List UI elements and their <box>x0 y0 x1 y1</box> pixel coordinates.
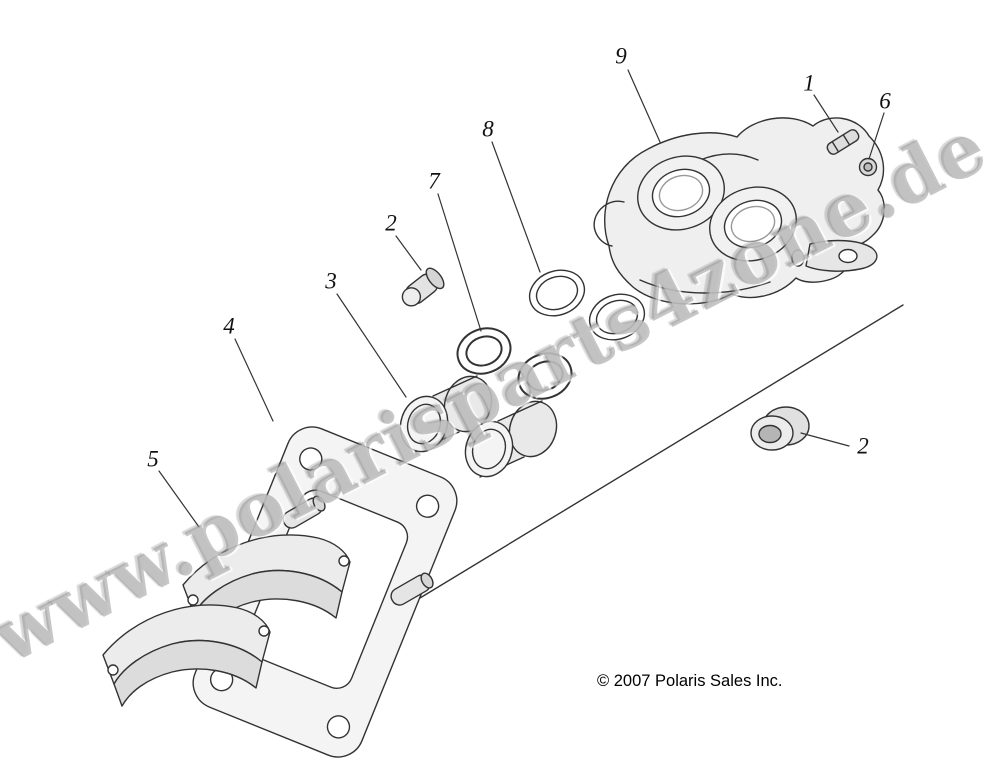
cap-nut-drawing <box>858 157 878 177</box>
guide-pin-boss-drawing <box>282 495 326 529</box>
callout-9: 9 <box>615 43 627 69</box>
leader-line-3 <box>336 293 407 398</box>
leader-line-2-right <box>800 432 850 447</box>
callout-7: 7 <box>428 168 440 194</box>
callout-5: 5 <box>147 446 159 472</box>
caliper-bore <box>709 186 797 262</box>
leader-line-4 <box>234 338 274 422</box>
leader-line-7 <box>437 193 482 332</box>
leader-line-6 <box>868 112 885 160</box>
pistons-drawing <box>399 375 558 478</box>
guide-pin-boss-drawing <box>390 572 434 606</box>
callout-1: 1 <box>803 70 815 96</box>
guide-pin-drawing <box>826 129 860 155</box>
callout-8: 8 <box>482 116 494 142</box>
callout-6: 6 <box>879 88 891 114</box>
brake-pads-drawing <box>102 534 351 707</box>
callout-4: 4 <box>223 313 235 339</box>
leader-line-2-left <box>395 235 422 271</box>
callout-3: 3 <box>325 268 337 294</box>
leader-lines <box>158 69 885 528</box>
leader-line-8 <box>491 141 541 273</box>
copyright-text: © 2007 Polaris Sales Inc. <box>597 672 783 690</box>
bleeder-cap-drawing <box>401 267 445 307</box>
caliper-bore <box>637 155 725 231</box>
assembly-axis-line <box>419 304 904 599</box>
piston-seals-drawing <box>456 327 573 400</box>
boot-seal-drawing <box>750 406 810 451</box>
leader-line-1 <box>813 94 839 133</box>
callout-2-left: 2 <box>385 210 397 236</box>
caliper-body-drawing <box>593 117 885 305</box>
callout-2-right: 2 <box>857 433 869 459</box>
leader-line-5 <box>158 470 200 528</box>
leader-line-9 <box>627 69 661 143</box>
o-ring-seals-drawing <box>528 269 646 341</box>
